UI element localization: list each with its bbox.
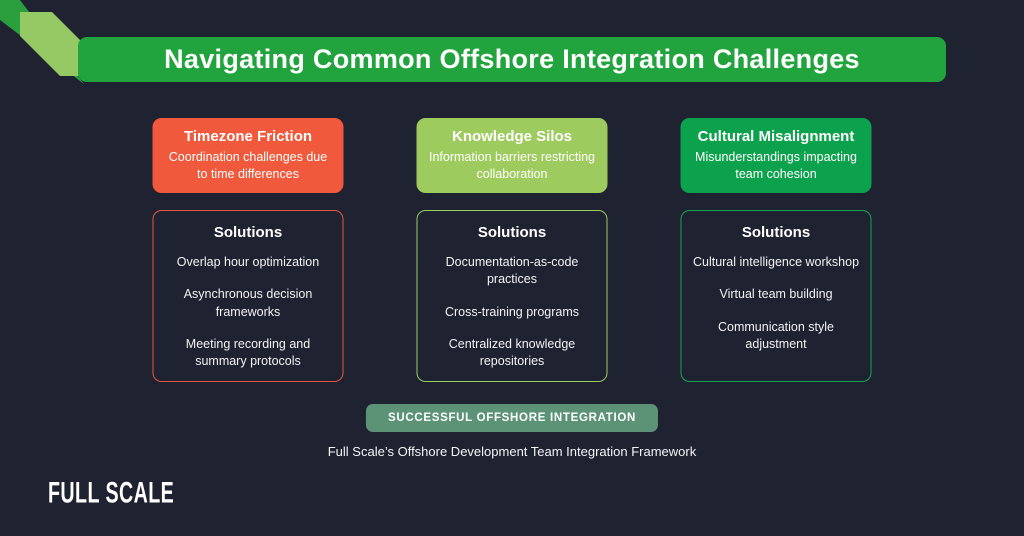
page-title: Navigating Common Offshore Integration C… (164, 44, 860, 74)
challenge-title: Cultural Misalignment (697, 128, 855, 146)
corner-ribbon-decoration (0, 0, 86, 84)
solution-item: Centralized knowledge repositories (448, 336, 576, 368)
solutions-title: Solutions (741, 224, 811, 241)
solutions-box-timezone-friction: Solutions Overlap hour optimization Asyn… (152, 210, 344, 382)
solutions-title: Solutions (477, 224, 547, 241)
challenge-title: Timezone Friction (183, 128, 313, 146)
solution-item: Meeting recording and summary protocols (185, 336, 311, 368)
solutions-box-knowledge-silos: Solutions Documentation-as-code practice… (416, 210, 608, 382)
challenge-description: Coordination challenges due to time diff… (168, 150, 328, 181)
column-knowledge-silos: Knowledge Silos Information barriers res… (416, 118, 608, 382)
challenge-title: Knowledge Silos (451, 128, 572, 146)
solutions-title: Solutions (213, 224, 283, 241)
solution-item: Asynchronous decision frameworks (183, 287, 313, 319)
solution-item: Cross-training programs (444, 304, 580, 319)
column-timezone-friction: Timezone Friction Coordination challenge… (152, 118, 344, 382)
framework-caption: Full Scale’s Offshore Development Team I… (327, 444, 697, 459)
solutions-box-cultural-misalignment: Solutions Cultural intelligence workshop… (680, 210, 872, 382)
challenge-card-timezone-friction: Timezone Friction Coordination challenge… (152, 118, 344, 193)
challenge-description: Information barriers restricting collabo… (428, 150, 596, 181)
challenge-card-knowledge-silos: Knowledge Silos Information barriers res… (416, 118, 608, 193)
solution-item: Virtual team building (719, 287, 833, 302)
success-badge: SUCCESSFUL OFFSHORE INTEGRATION (365, 404, 659, 432)
page-title-banner: Navigating Common Offshore Integration C… (78, 37, 946, 82)
challenge-card-cultural-misalignment: Cultural Misalignment Misunderstandings … (680, 118, 872, 193)
solution-item: Overlap hour optimization (176, 255, 320, 269)
solution-item: Communication style adjustment (717, 319, 834, 351)
solution-item: Documentation-as-code practices (445, 255, 579, 287)
challenge-description: Misunderstandings impacting team cohesio… (695, 150, 857, 181)
full-scale-logo: FULL SCALE (48, 476, 175, 510)
solution-item: Cultural intelligence workshop (692, 255, 860, 269)
ribbon-light-stripe (20, 12, 86, 76)
challenge-columns: Timezone Friction Coordination challenge… (152, 118, 872, 382)
column-cultural-misalignment: Cultural Misalignment Misunderstandings … (680, 118, 872, 382)
